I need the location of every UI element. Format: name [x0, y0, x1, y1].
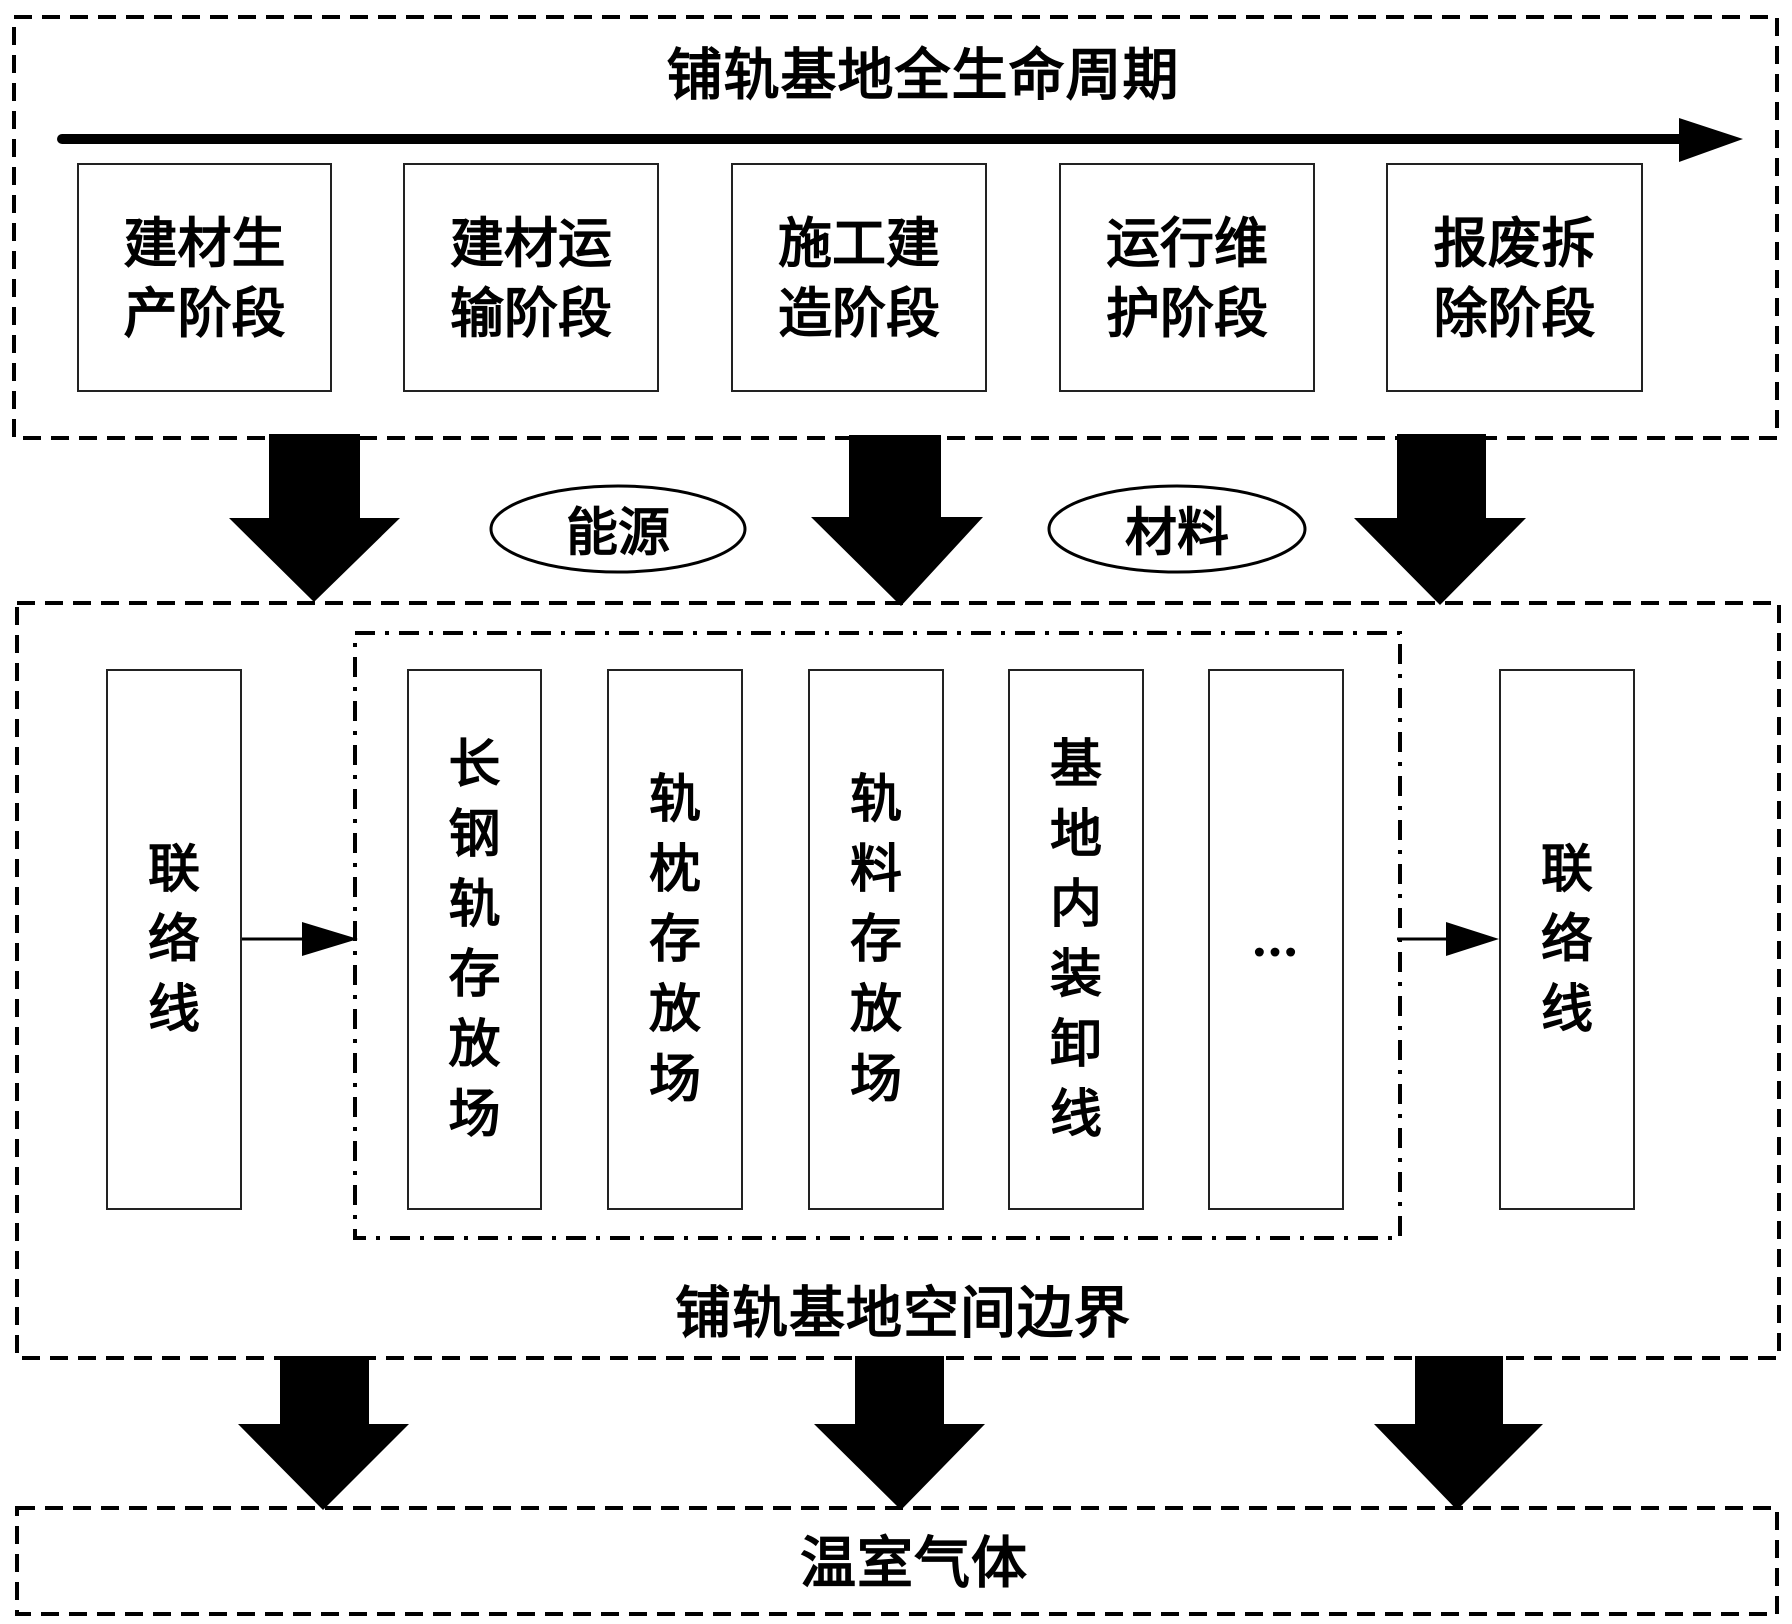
- greenhouse-gas-boundary: [15, 1506, 1779, 1616]
- flow-arrow-left-top: [229, 434, 400, 602]
- stage-label: 施工建造阶段: [777, 210, 940, 345]
- flow-arrow-center-top: [811, 435, 983, 606]
- stage-label: 建材运输阶段: [449, 210, 612, 345]
- area-box-long-rail-storage: 长钢轨存放场: [407, 669, 542, 1210]
- connector-line-right-label: 联络线: [1541, 838, 1594, 1040]
- material-label: 材料: [1124, 502, 1230, 564]
- flow-arrow-right-bottom: [1374, 1356, 1543, 1510]
- area-box-sleeper-storage: 轨枕存放场: [607, 669, 743, 1210]
- flow-arrow-right-top: [1354, 434, 1526, 605]
- lifecycle-title: 铺轨基地全生命周期: [666, 42, 1180, 109]
- stage-box-construction: 施工建造阶段: [731, 163, 987, 392]
- stage-box-demolition: 报废拆除阶段: [1386, 163, 1643, 392]
- connector-arrow-right-head: [1446, 922, 1499, 956]
- storage-area-group: [353, 631, 1402, 1240]
- stage-box-operation-maintenance: 运行维护阶段: [1059, 163, 1315, 392]
- stage-box-material-transport: 建材运输阶段: [403, 163, 659, 392]
- area-label: 轨枕存放场: [649, 768, 702, 1110]
- stage-box-material-production: 建材生产阶段: [77, 163, 332, 392]
- area-box-more: …: [1208, 669, 1344, 1210]
- flow-arrow-center-bottom: [814, 1356, 985, 1510]
- material-ellipse: [1047, 484, 1307, 574]
- connector-line-right-box: 联络线: [1499, 669, 1635, 1210]
- ellipsis-icon: …: [1251, 911, 1301, 968]
- area-box-rail-material-storage: 轨料存放场: [808, 669, 944, 1210]
- area-label: 长钢轨存放场: [448, 733, 501, 1145]
- connector-line-left-label: 联络线: [148, 838, 201, 1040]
- area-label: 基地内装卸线: [1050, 733, 1103, 1145]
- timeline-arrow-head: [1679, 118, 1743, 162]
- area-label: 轨料存放场: [850, 768, 903, 1110]
- stage-label: 运行维护阶段: [1105, 210, 1268, 345]
- stage-label: 报废拆除阶段: [1433, 210, 1596, 345]
- area-box-loading-line: 基地内装卸线: [1008, 669, 1144, 1210]
- energy-ellipse: [489, 484, 747, 574]
- greenhouse-gas-label: 温室气体: [800, 1530, 1028, 1597]
- energy-label: 能源: [565, 502, 671, 564]
- flow-arrow-left-bottom: [238, 1356, 409, 1510]
- connector-arrow-left-head: [302, 922, 358, 956]
- connector-line-left-box: 联络线: [106, 669, 242, 1210]
- spatial-boundary-title: 铺轨基地空间边界: [675, 1280, 1131, 1347]
- stage-label: 建材生产阶段: [123, 210, 286, 345]
